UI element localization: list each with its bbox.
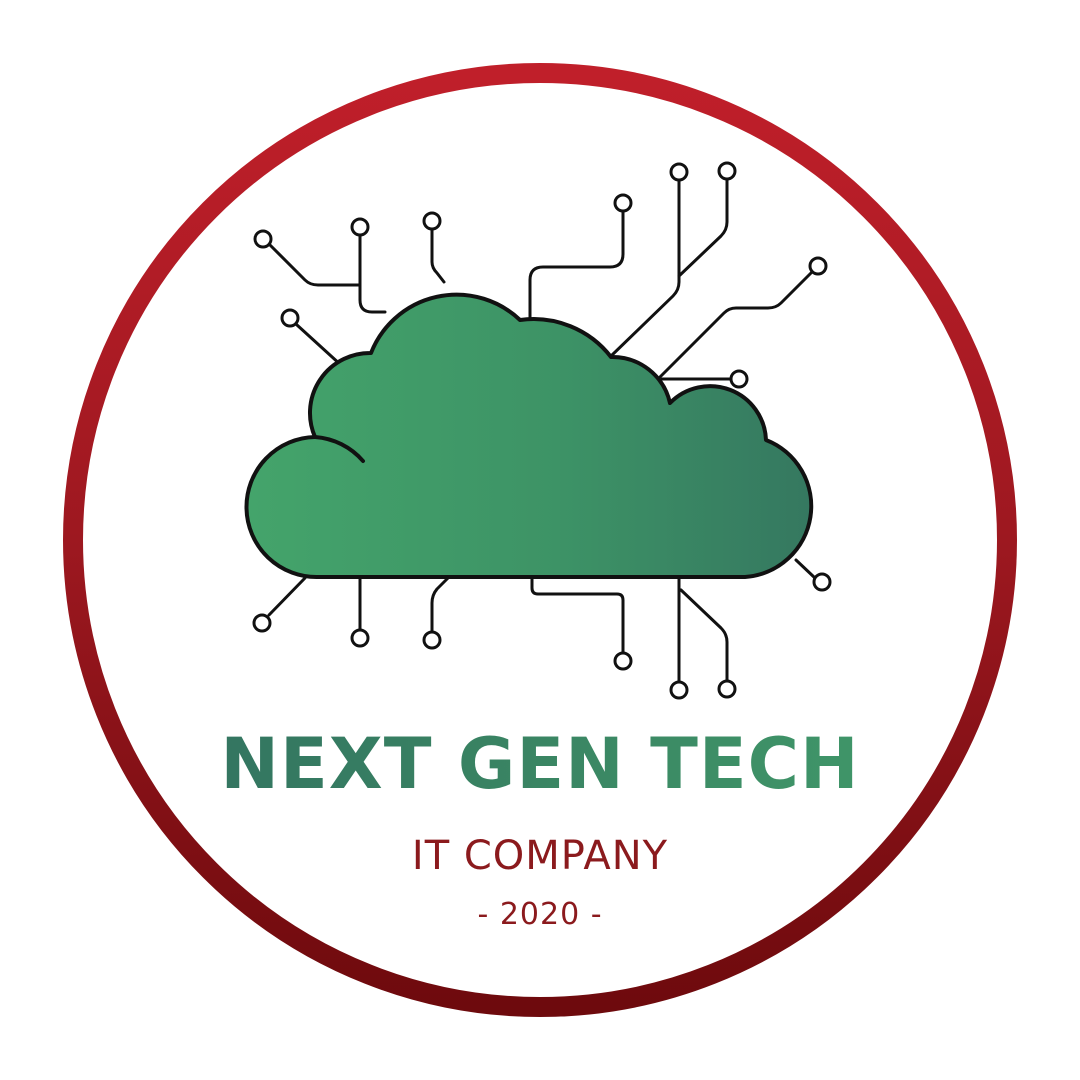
circuit-node	[717, 679, 737, 699]
circuit-node	[808, 256, 828, 276]
circuit-node	[812, 572, 832, 592]
circuit-node	[350, 217, 370, 237]
cloud-curl	[313, 435, 365, 463]
circuit-node	[613, 651, 633, 671]
outer-ring	[63, 63, 1017, 1017]
cloud-icon	[244, 292, 814, 580]
circuit-lines	[267, 178, 817, 683]
circuit-node	[253, 229, 273, 249]
brand-subtitle: IT COMPANY	[411, 833, 669, 879]
circuit-node	[717, 161, 737, 181]
brand-title: NEXT GEN TECH	[0, 724, 1080, 804]
circuit-node	[252, 613, 272, 633]
circuit-node	[729, 369, 749, 389]
circuit-node	[280, 308, 300, 328]
circuit-node	[422, 630, 442, 650]
circuit-node	[669, 162, 689, 182]
circuit-node	[613, 193, 633, 213]
circuit-node	[350, 628, 370, 648]
circuit-node	[669, 680, 689, 700]
circuit-nodes	[252, 161, 832, 700]
circuit-node	[422, 211, 442, 231]
brand-year: - 2020 -	[477, 897, 603, 932]
